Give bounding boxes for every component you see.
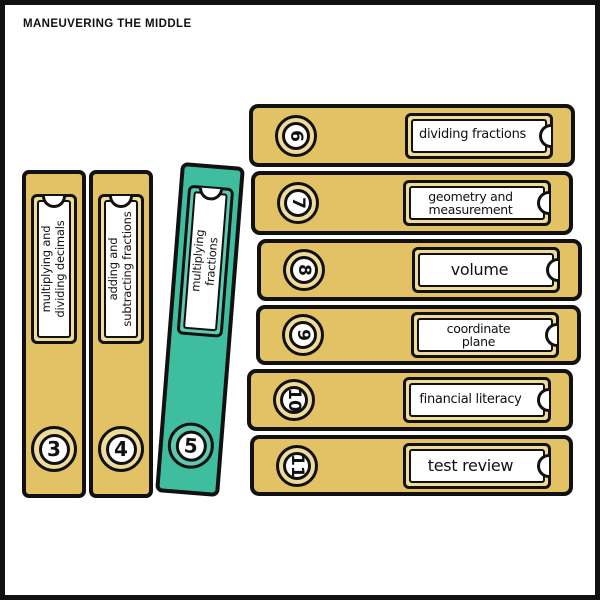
number-badge-center: 3 bbox=[38, 433, 70, 465]
label-line: volume bbox=[450, 260, 509, 280]
label-notch-icon bbox=[545, 323, 557, 347]
binder-label-paper: test review bbox=[409, 448, 549, 483]
label-notch-icon bbox=[546, 258, 558, 282]
spine-label-text: multiplying and dividing decimals bbox=[39, 199, 68, 339]
binder-label-paper: geometry and measurement bbox=[409, 186, 549, 220]
book-spine-5: multiplying fractions 5 bbox=[155, 161, 245, 498]
number-badge: 6 bbox=[275, 114, 317, 157]
spine-label: multiplying fractions bbox=[176, 184, 235, 338]
binder-row-7: 7 geometry and measurement bbox=[251, 171, 573, 235]
spine-label: multiplying and dividing decimals bbox=[31, 194, 77, 344]
binder-label-paper: dividing fractions bbox=[411, 118, 551, 153]
label-line: measurement bbox=[428, 202, 513, 217]
number-badge: 9 bbox=[282, 314, 324, 356]
label-line: subtracting fractions bbox=[120, 211, 134, 327]
binder-row-11: 11 test review bbox=[250, 435, 573, 496]
label-line: coordinate bbox=[446, 320, 511, 336]
label-line: test review bbox=[427, 455, 514, 475]
number-badge-center: 6 bbox=[282, 121, 310, 150]
spine-label-paper: adding and subtracting fractions bbox=[104, 196, 138, 339]
number-badge: 4 bbox=[98, 426, 144, 472]
book-spine-3: multiplying and dividing decimals 3 bbox=[22, 170, 86, 498]
book-number: 5 bbox=[182, 433, 199, 459]
number-badge-center: 11 bbox=[283, 451, 311, 480]
number-badge: 7 bbox=[277, 182, 319, 224]
spine-label-text: multiplying fractions bbox=[186, 190, 224, 332]
binder-row-10: 10 financial literacy bbox=[247, 369, 573, 431]
label-line: financial literacy bbox=[419, 391, 522, 407]
label-line: adding and bbox=[106, 237, 121, 301]
number-badge-center: 7 bbox=[284, 189, 312, 217]
spine-label-paper: multiplying fractions bbox=[183, 187, 228, 332]
binder-label: test review bbox=[403, 442, 551, 489]
book-number: 4 bbox=[114, 437, 128, 461]
number-badge: 3 bbox=[31, 426, 77, 472]
binder-label: coordinate plane bbox=[411, 312, 559, 358]
number-badge: 10 bbox=[273, 379, 315, 421]
label-notch-icon bbox=[537, 191, 549, 215]
number-badge-center: 9 bbox=[289, 321, 317, 349]
brand-text: MANEUVERING THE MIDDLE bbox=[23, 18, 192, 30]
book-spine-4: adding and subtracting fractions 4 bbox=[89, 170, 153, 498]
spine-label-text: adding and subtracting fractions bbox=[106, 199, 135, 339]
label-line: plane bbox=[461, 334, 496, 349]
binder-label-paper: coordinate plane bbox=[417, 318, 557, 352]
binder-label-paper: volume bbox=[418, 253, 558, 287]
book-number: 3 bbox=[47, 437, 61, 461]
label-line: dividing decimals bbox=[53, 220, 67, 318]
binder-label-paper: financial literacy bbox=[409, 383, 549, 417]
binder-label: dividing fractions bbox=[405, 112, 553, 159]
number-badge-center: 8 bbox=[290, 256, 318, 284]
label-notch-icon bbox=[537, 388, 549, 412]
label-line: dividing fractions bbox=[419, 127, 526, 143]
binder-row-9: 9 coordinate plane bbox=[256, 305, 581, 365]
label-notch-icon bbox=[539, 123, 551, 148]
number-badge: 8 bbox=[283, 249, 325, 291]
number-badge-center: 4 bbox=[105, 433, 137, 465]
label-notch-icon bbox=[537, 453, 549, 478]
number-badge: 5 bbox=[166, 420, 216, 471]
number-badge-center: 10 bbox=[280, 386, 308, 414]
binder-label: volume bbox=[412, 247, 560, 293]
spine-label: adding and subtracting fractions bbox=[98, 194, 144, 344]
spine-label-paper: multiplying and dividing decimals bbox=[37, 196, 71, 339]
number-badge: 11 bbox=[276, 444, 318, 487]
binder-label: financial literacy bbox=[403, 377, 551, 423]
binder-row-8: 8 volume bbox=[257, 239, 582, 301]
binder-row-6: 6 dividing fractions bbox=[249, 104, 575, 167]
number-badge-center: 5 bbox=[174, 428, 208, 463]
label-line: multiplying and bbox=[39, 225, 54, 313]
binder-label: geometry and measurement bbox=[403, 180, 551, 226]
label-line: geometry and bbox=[428, 188, 513, 204]
